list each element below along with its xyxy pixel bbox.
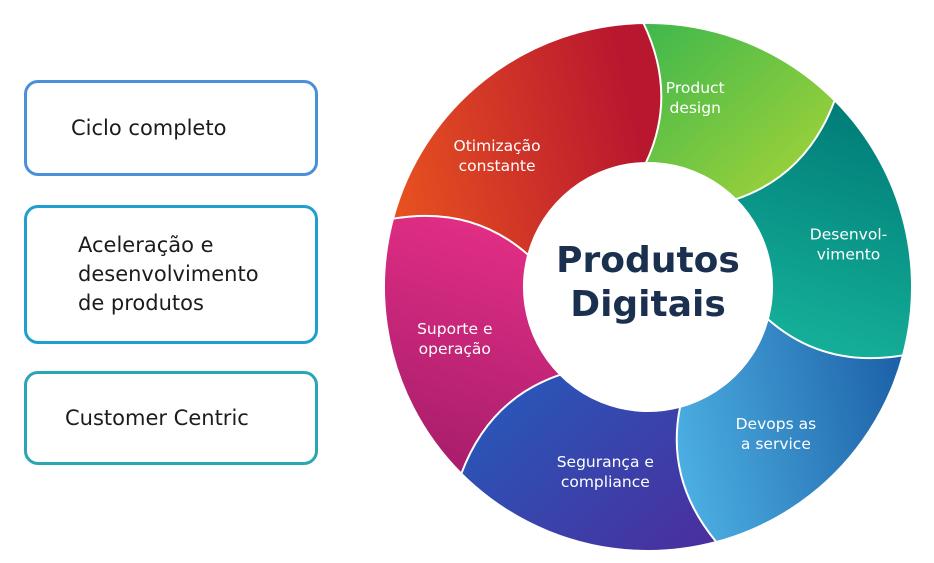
cycle-segment-label: vimento xyxy=(817,245,881,263)
feature-box-text: Aceleração e desenvolvimento de produtos xyxy=(78,231,259,318)
feature-box-text: Customer Centric xyxy=(65,404,249,433)
feature-box-line: Aceleração e xyxy=(78,233,214,257)
cycle-segment-label: constante xyxy=(459,157,536,175)
center-title-line: Digitais xyxy=(570,284,726,325)
cycle-segments xyxy=(382,21,914,553)
feature-box-customer-centric: Customer Centric xyxy=(24,371,318,465)
cycle-segment-label: Product xyxy=(666,79,725,97)
cycle-segment-label: a service xyxy=(741,435,811,453)
feature-box-line: Customer Centric xyxy=(65,405,249,430)
cycle-segment-label: Devops as xyxy=(736,415,817,433)
cycle-segment-label: design xyxy=(669,99,720,117)
cycle-segment-label: Desenvol- xyxy=(810,225,887,243)
cycle-segment xyxy=(391,21,663,257)
feature-box-text: Ciclo completo xyxy=(71,114,226,143)
cycle-segment-label: Segurança e xyxy=(557,453,654,471)
center-title: Produtos Digitais xyxy=(556,240,740,325)
cycle-segment-label: Otimização xyxy=(454,137,541,155)
cycle-segment-label: compliance xyxy=(561,473,650,491)
feature-box-line: de produtos xyxy=(78,291,204,315)
feature-box-ciclo-completo: Ciclo completo xyxy=(24,80,318,176)
feature-box-aceleracao: Aceleração e desenvolvimento de produtos xyxy=(24,205,318,344)
cycle-segment-label: operação xyxy=(419,340,491,358)
center-title-line: Produtos xyxy=(556,240,740,281)
feature-box-line: Ciclo completo xyxy=(71,115,227,140)
feature-box-line: desenvolvimento xyxy=(78,262,259,286)
cycle-segment-label: Suporte e xyxy=(417,320,492,338)
